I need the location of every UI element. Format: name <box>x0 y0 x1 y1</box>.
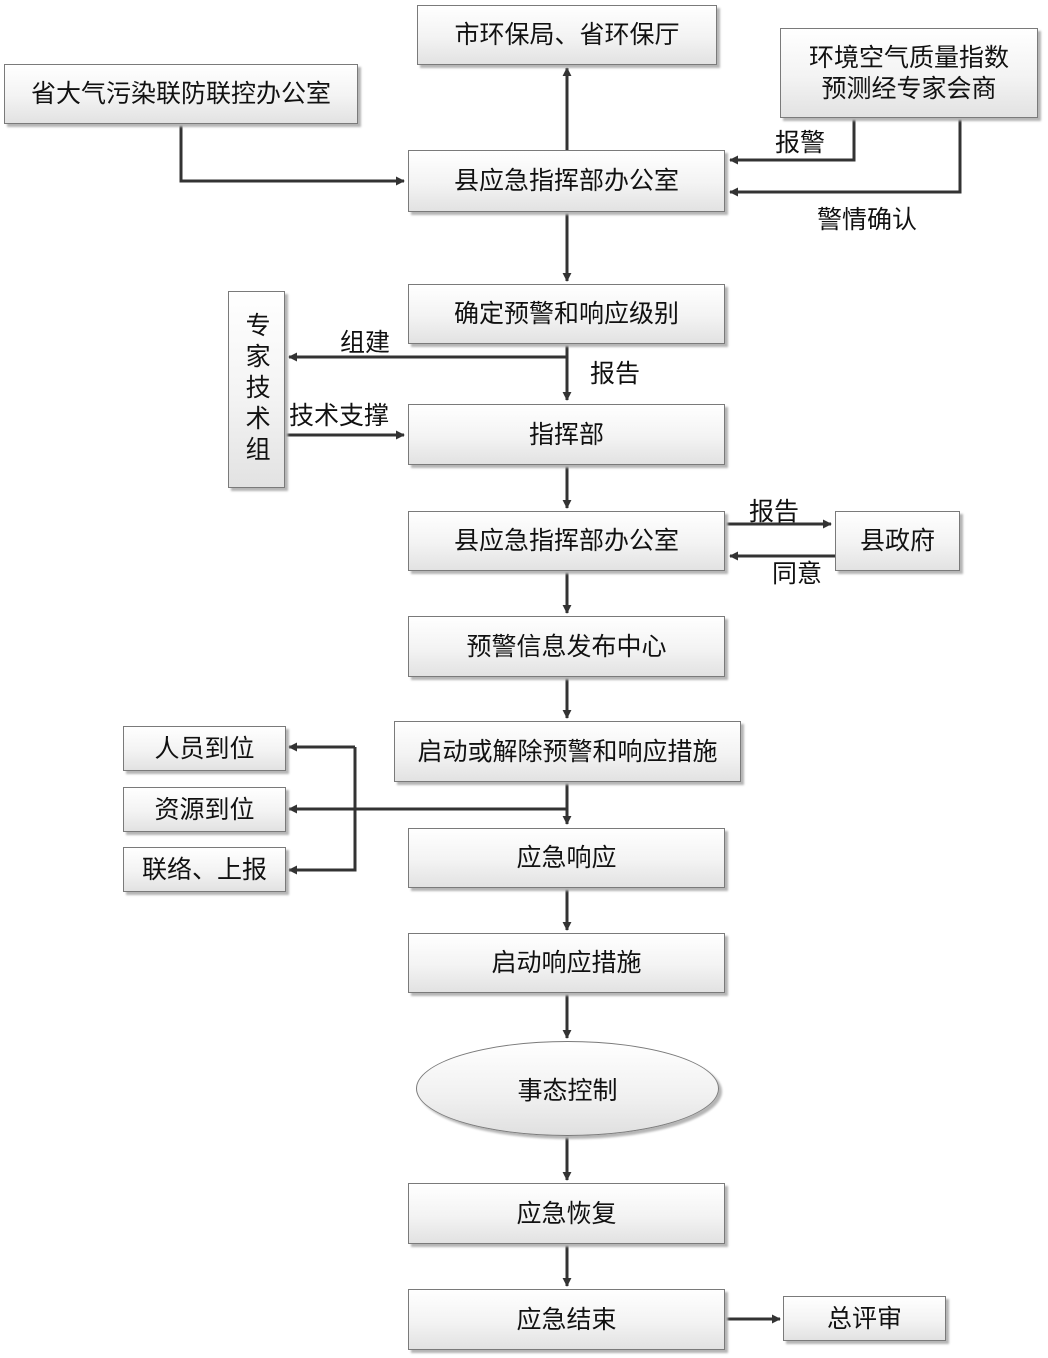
label-alarm: 报警 <box>775 128 826 157</box>
node-resources: 资源到位 <box>123 787 286 832</box>
node-expert-group: 专家技术组 <box>228 291 285 488</box>
label-tech-support: 技术支撑 <box>289 401 390 430</box>
node-county-gov: 县政府 <box>835 511 960 571</box>
node-review: 总评审 <box>783 1296 946 1341</box>
label-report-1: 报告 <box>590 359 641 388</box>
label-build: 组建 <box>340 328 391 357</box>
node-recovery: 应急恢复 <box>408 1183 725 1244</box>
node-personnel: 人员到位 <box>123 726 286 771</box>
node-emergency-response: 应急响应 <box>408 828 725 888</box>
label-report-2: 报告 <box>749 497 800 526</box>
node-determine-level: 确定预警和响应级别 <box>408 284 725 344</box>
node-provincial-office: 省大气污染联防联控办公室 <box>4 64 358 124</box>
node-city-env: 市环保局、省环保厅 <box>417 5 717 65</box>
arrow-provincial-to-office <box>179 124 405 186</box>
node-start-measures: 启动响应措施 <box>408 933 725 993</box>
node-command: 指挥部 <box>408 404 725 465</box>
node-start-or-cancel: 启动或解除预警和响应措施 <box>394 721 741 782</box>
node-situation-control: 事态控制 <box>416 1041 719 1136</box>
arrow-alert-confirm <box>729 117 962 197</box>
node-publish-center: 预警信息发布中心 <box>408 616 725 677</box>
node-liaison: 联络、上报 <box>123 847 286 892</box>
node-county-office-2: 县应急指挥部办公室 <box>408 511 725 571</box>
label-agree: 同意 <box>772 559 823 588</box>
arrow-alarm <box>729 117 856 165</box>
arrow-liaison <box>288 809 357 875</box>
node-end: 应急结束 <box>408 1289 725 1350</box>
node-county-office-1: 县应急指挥部办公室 <box>408 150 725 212</box>
node-aqi-forecast: 环境空气质量指数预测经专家会商 <box>780 28 1038 118</box>
label-alert-confirm: 警情确认 <box>817 205 918 234</box>
